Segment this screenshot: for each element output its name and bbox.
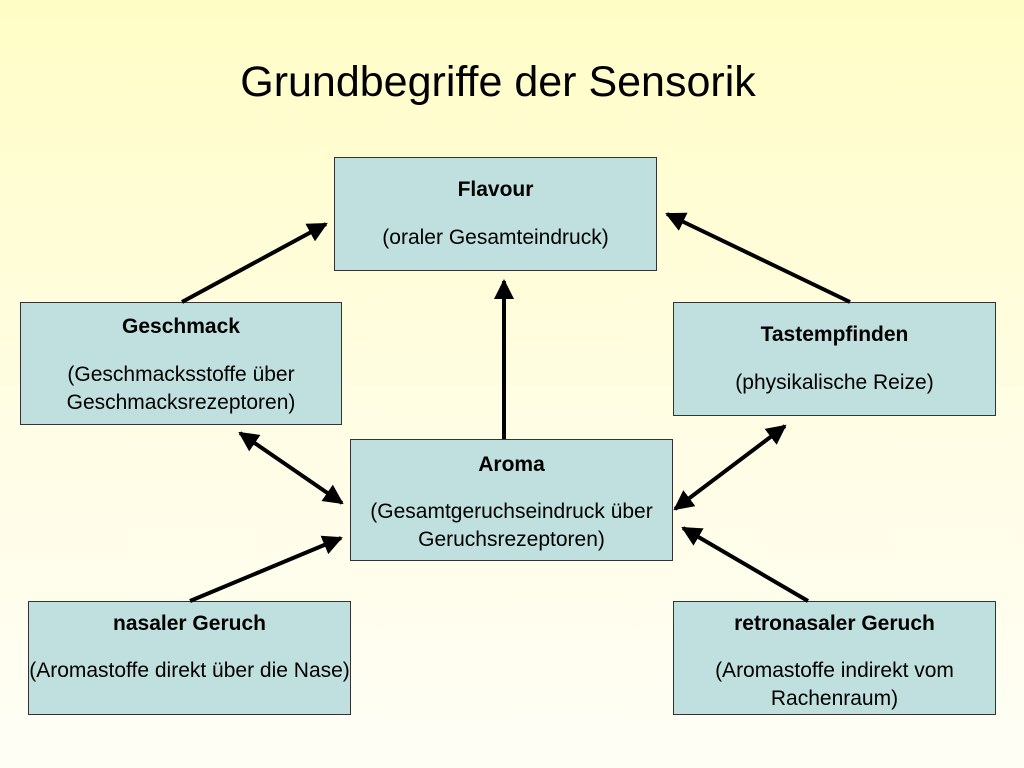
retronasal-box: retronasaler Geruch (Aromastoffe indirek… — [673, 601, 996, 715]
tastempfinden-box: Tastempfinden (physikalische Reize) — [673, 302, 996, 416]
aroma-label: Aroma — [478, 453, 545, 476]
aroma-description: (Gesamtgeruchseindruck über Geruchsrezep… — [370, 500, 653, 551]
nasal-description: (Aromastoffe direkt über die Nase) — [29, 659, 350, 682]
arrow-retronasal-to-aroma — [681, 526, 810, 603]
retronasal-label: retronasaler Geruch — [734, 612, 935, 635]
geschmack-box: Geschmack (Geschmacksstoffe über Geschma… — [20, 302, 342, 425]
retronasal-description: (Aromastoffe indirekt vom Rachenraum) — [715, 659, 954, 710]
arrow-geschmack-aroma-bidirectional — [238, 431, 344, 505]
flavour-label: Flavour — [457, 178, 534, 201]
arrow-tastempfinden-aroma-bidirectional — [673, 424, 787, 511]
tastempfinden-label: Tastempfinden — [760, 323, 909, 346]
flavour-box: Flavour (oraler Gesamteindruck) — [334, 157, 657, 271]
nasal-box: nasaler Geruch (Aromastoffe direkt über … — [28, 601, 351, 715]
arrow-geschmack-to-flavour — [181, 222, 328, 304]
nasal-label: nasaler Geruch — [113, 612, 266, 635]
arrow-tastempfinden-to-flavour — [665, 212, 851, 304]
geschmack-label: Geschmack — [122, 315, 240, 338]
tastempfinden-description: (physikalische Reize) — [735, 371, 934, 394]
slide-title: Grundbegriffe der Sensorik — [240, 58, 756, 106]
arrow-nasal-to-aroma — [189, 535, 343, 603]
aroma-box: Aroma (Gesamtgeruchseindruck über Geruch… — [350, 439, 673, 561]
geschmack-description: (Geschmacksstoffe über Geschmacksrezepto… — [66, 363, 296, 414]
flavour-description: (oraler Gesamteindruck) — [382, 226, 609, 249]
